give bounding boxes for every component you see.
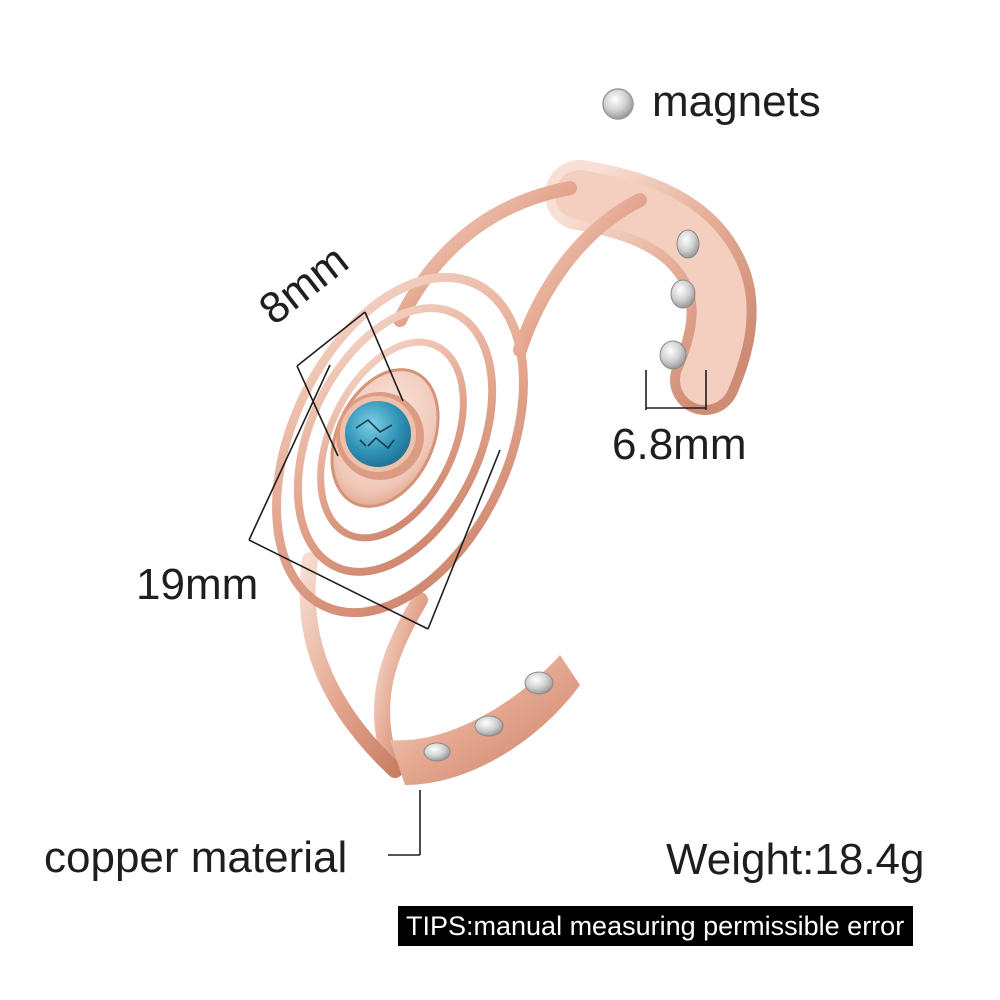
- back-band-magnets: [659, 229, 700, 370]
- turquoise-stone: [336, 392, 424, 480]
- bracelet-band-front: [299, 181, 647, 778]
- dimension-lines: [248, 311, 707, 856]
- magnet-dot-icon: [602, 88, 634, 120]
- bracelet-band-lower: [390, 655, 580, 785]
- band-width-label: 6.8mm: [612, 420, 747, 469]
- tips-banner: TIPS:manual measuring permissible error: [398, 906, 914, 947]
- material-label: copper material: [44, 833, 348, 882]
- magnets-legend-label: magnets: [652, 77, 821, 126]
- weight-label: Weight:18.4g: [666, 835, 925, 884]
- ornament-width-label: 19mm: [136, 560, 259, 609]
